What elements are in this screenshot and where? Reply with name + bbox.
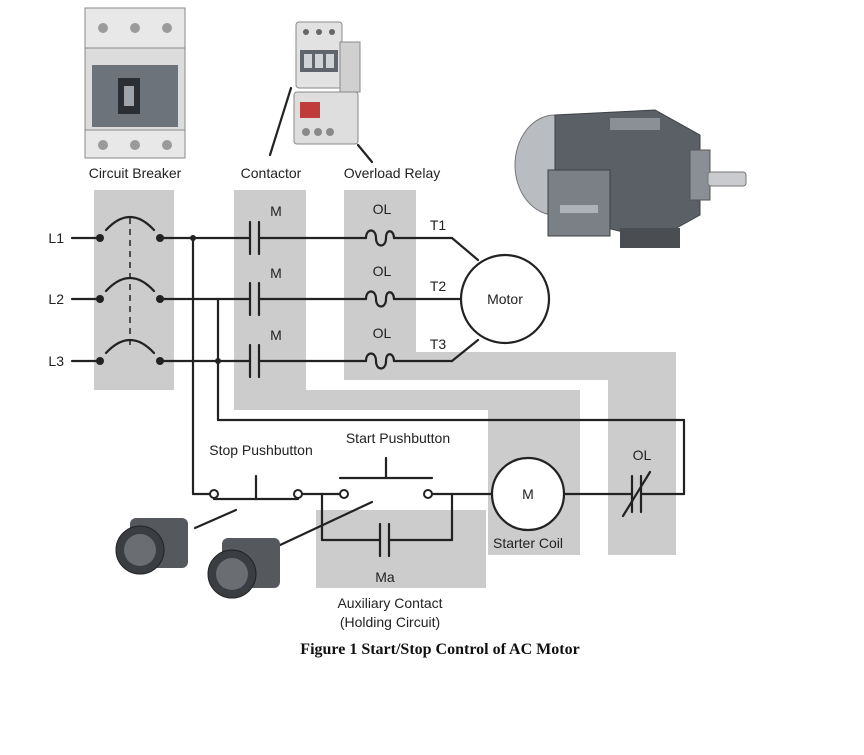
line-label-l3: L3 [48, 353, 64, 369]
start-pushbutton-label: Start Pushbutton [346, 430, 450, 446]
start-pushbutton-illustration [207, 538, 280, 599]
holding-circuit-shading [316, 510, 486, 588]
contactor-contacts [248, 220, 261, 379]
overload-letter-1: OL [373, 201, 392, 217]
overload-letter-3: OL [373, 325, 392, 341]
contactor-letter-3: M [270, 327, 282, 343]
overload-relay-label: Overload Relay [344, 165, 441, 181]
breaker-contacts [96, 215, 164, 365]
line-label-l2: L2 [48, 291, 64, 307]
contactor-letter-1: M [270, 203, 282, 219]
line-label-l1: L1 [48, 230, 64, 246]
terminal-t3: T3 [430, 336, 447, 352]
overload-heaters [364, 229, 396, 370]
overload-shading [344, 190, 676, 555]
stop-pushbutton-label: Stop Pushbutton [209, 442, 313, 458]
figure-caption: Figure 1 Start/Stop Control of AC Motor [300, 641, 579, 658]
ol-control-label: OL [633, 447, 652, 463]
terminal-t1: T1 [430, 217, 447, 233]
stop-pushbutton-illustration [115, 518, 188, 575]
aux-contact-label: Auxiliary Contact [337, 595, 442, 611]
circuit-breaker-illustration [84, 7, 186, 159]
motor-symbol [459, 253, 551, 345]
circuit-breaker-label: Circuit Breaker [89, 165, 182, 181]
motor-illustration [514, 109, 747, 248]
motor-label: Motor [487, 291, 523, 307]
starter-coil-symbol [490, 456, 566, 532]
contactor-label: Contactor [241, 165, 302, 181]
contactor-shading [234, 190, 580, 555]
aux-contact-letter: Ma [375, 569, 395, 585]
starter-coil-label: Starter Coil [493, 535, 563, 551]
contactor-letter-2: M [270, 265, 282, 281]
coil-letter: M [522, 486, 534, 502]
power-wiring [70, 236, 480, 363]
overload-letter-2: OL [373, 263, 392, 279]
terminal-t2: T2 [430, 278, 447, 294]
contactor-illustration [293, 21, 361, 145]
control-wiring [190, 235, 686, 558]
aux-contact-sublabel: (Holding Circuit) [340, 614, 440, 630]
